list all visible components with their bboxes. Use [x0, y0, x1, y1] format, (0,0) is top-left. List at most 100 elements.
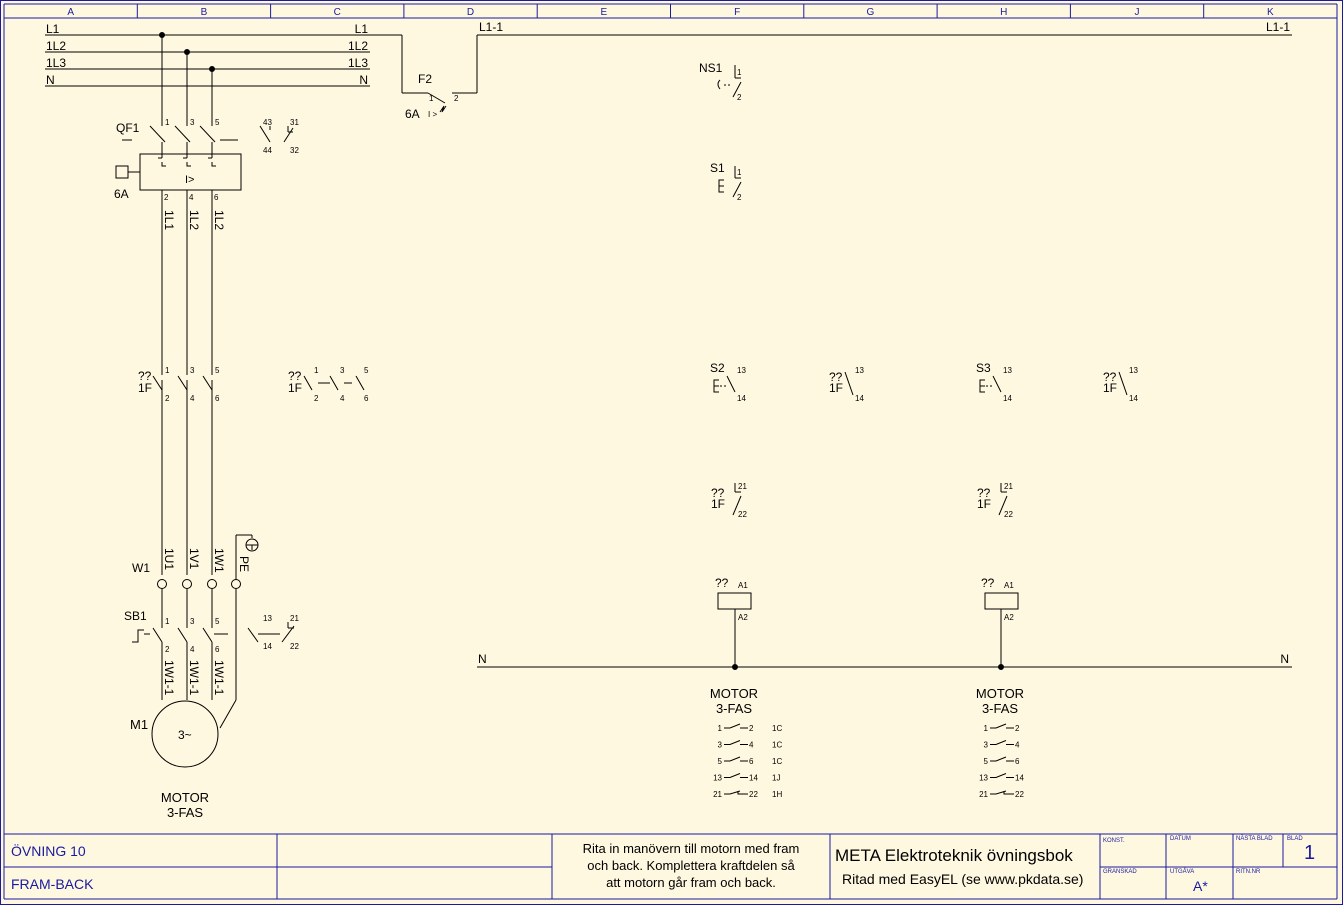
- datum-label: DATUM: [1170, 836, 1191, 842]
- svg-text:2: 2: [165, 645, 170, 654]
- svg-text:4: 4: [340, 394, 345, 403]
- sheet-label: BLAD: [1287, 836, 1303, 842]
- interlock-1: ?? 1F 21 22: [711, 482, 747, 519]
- xref-terminal: 14: [749, 774, 758, 783]
- svg-text:4: 4: [189, 193, 194, 202]
- svg-text:4: 4: [190, 394, 195, 403]
- svg-text:5: 5: [215, 617, 220, 626]
- svg-text:1: 1: [165, 366, 170, 375]
- s2-forward: S2 13 14: [710, 361, 746, 403]
- svg-text:PE: PE: [237, 556, 251, 572]
- svg-text:3-FAS: 3-FAS: [167, 805, 203, 820]
- svg-text:1F: 1F: [138, 381, 152, 395]
- svg-text:32: 32: [290, 146, 299, 155]
- svg-text:1L2: 1L2: [187, 210, 201, 230]
- svg-text:MOTOR: MOTOR: [710, 686, 758, 701]
- bus-label: L1: [355, 22, 369, 36]
- xref-contact-symbol: [724, 756, 748, 762]
- svg-text:N: N: [1280, 652, 1289, 666]
- svg-text:S3: S3: [976, 361, 991, 375]
- xref-contact-symbol: [990, 773, 1014, 778]
- coil-k1: ?? A1 A2: [715, 576, 752, 670]
- svg-text:??: ??: [1103, 370, 1117, 384]
- svg-text:14: 14: [263, 642, 272, 651]
- svg-text:1: 1: [314, 366, 319, 375]
- svg-text:1: 1: [165, 118, 170, 127]
- bus-label: L1: [46, 22, 60, 36]
- svg-text:6A: 6A: [405, 107, 420, 121]
- xref-terminal: 5: [984, 757, 989, 766]
- svg-text:S2: S2: [710, 361, 725, 375]
- xref-reference: 1H: [772, 790, 782, 799]
- xref-contact-symbol: [990, 790, 1014, 795]
- xref-terminal: 14: [1015, 774, 1024, 783]
- svg-text:A2: A2: [738, 613, 748, 622]
- svg-text:N: N: [478, 652, 487, 666]
- svg-text:L1-1: L1-1: [1266, 20, 1290, 34]
- svg-text:6: 6: [214, 193, 219, 202]
- xref-terminal: 21: [713, 790, 722, 799]
- xref-terminal: 1: [984, 724, 989, 733]
- svg-text:4: 4: [190, 645, 195, 654]
- grid-column-label: C: [334, 7, 341, 18]
- xref-terminal: 6: [749, 757, 754, 766]
- coil-k2: ?? A1 A2: [981, 576, 1019, 670]
- xref-reference: 1C: [772, 724, 782, 733]
- xref-contact-symbol: [724, 773, 748, 778]
- wire-labels-3: 1W1-1 1W1-1 1W1-1: [162, 660, 226, 696]
- xref-contact-symbol: [724, 740, 748, 745]
- svg-text:5: 5: [215, 366, 220, 375]
- svg-text:??: ??: [829, 370, 843, 384]
- xref-reference: 1J: [772, 774, 780, 783]
- svg-text:F2: F2: [418, 72, 432, 86]
- terminal-tag: W1: [132, 561, 150, 575]
- svg-text:1W1-1: 1W1-1: [187, 660, 201, 696]
- svg-text:1F: 1F: [288, 381, 302, 395]
- svg-text:??: ??: [981, 576, 995, 590]
- svg-text:3-FAS: 3-FAS: [982, 701, 1018, 716]
- svg-text:1W1: 1W1: [212, 548, 226, 573]
- qf1-rating: 6A: [114, 187, 129, 201]
- svg-text:6: 6: [364, 394, 369, 403]
- grid-column-label: F: [734, 7, 740, 18]
- svg-text:MOTOR: MOTOR: [161, 790, 209, 805]
- drawn-with: Ritad med EasyEL (se www.pkdata.se): [842, 871, 1084, 887]
- svg-text:M1: M1: [130, 717, 148, 732]
- motor-m1: M1 3~ MOTOR 3-FAS: [130, 699, 237, 820]
- svg-text:3: 3: [190, 118, 195, 127]
- edition-label: UTGÅVA: [1170, 869, 1195, 875]
- svg-text:3-FAS: 3-FAS: [716, 701, 752, 716]
- svg-text:1L1: 1L1: [162, 210, 176, 230]
- pe-earth: [235, 534, 259, 580]
- svg-text:1L2: 1L2: [212, 210, 226, 230]
- book-title: META Elektroteknik övningsbok: [835, 846, 1073, 865]
- xref-terminal: 22: [1015, 790, 1024, 799]
- bus-label: N: [359, 73, 368, 87]
- wire-labels-1: 1L1 1L2 1L2: [162, 210, 226, 230]
- svg-text:1F: 1F: [1103, 381, 1117, 395]
- svg-text:43: 43: [263, 118, 272, 127]
- svg-text:S1: S1: [710, 161, 725, 175]
- svg-text:2: 2: [165, 394, 170, 403]
- terminals-w1: [157, 579, 241, 589]
- grid-column-label: A: [67, 7, 74, 18]
- next-sheet-label: NÄSTA BLAD: [1236, 836, 1273, 842]
- xref-terminal: 2: [1015, 724, 1020, 733]
- svg-text:L1-1: L1-1: [479, 20, 503, 34]
- bus-label: 1L3: [348, 56, 368, 70]
- k1-contact: ?? 1F 13 14: [829, 366, 864, 403]
- svg-text:1: 1: [165, 617, 170, 626]
- bus-label: 1L2: [348, 39, 368, 53]
- svg-text:22: 22: [1004, 510, 1013, 519]
- exercise-number: ÖVNING 10: [11, 843, 86, 859]
- qf1-symbol: I>: [185, 174, 194, 186]
- qf1-tag: QF1: [116, 121, 140, 135]
- xref-contact-symbol: [724, 790, 748, 795]
- svg-text:1: 1: [429, 94, 434, 103]
- ns1-stop: NS1 1 2: [699, 61, 742, 102]
- svg-text:1W1-1: 1W1-1: [162, 660, 176, 696]
- control-l1-1: L1-1 L1-1 F2 6A 1 2 I >: [401, 20, 1292, 121]
- grid-column-label: G: [867, 7, 875, 18]
- xref-terminal: 6: [1015, 757, 1020, 766]
